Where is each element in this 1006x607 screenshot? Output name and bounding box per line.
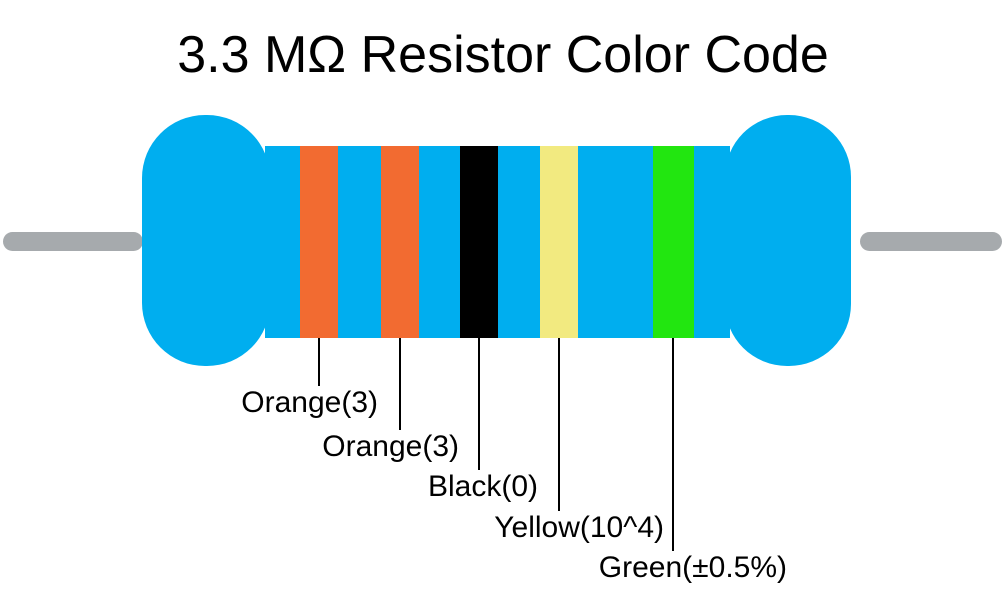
- band-orange-1: [300, 146, 338, 338]
- band-label-1: Orange(3): [241, 386, 378, 419]
- band-black: [460, 146, 498, 338]
- lead-wire-right: [860, 232, 1002, 251]
- band-label-2: Orange(3): [322, 430, 459, 463]
- page-title: 3.3 MΩ Resistor Color Code: [177, 26, 829, 84]
- band-yellow: [540, 146, 578, 338]
- band-label-4: Yellow(10^4): [494, 511, 664, 544]
- resistor-end-cap-left: [142, 115, 270, 366]
- band-orange-2: [381, 146, 419, 338]
- band-label-5: Green(±0.5%): [598, 551, 787, 584]
- band-label-3: Black(0): [427, 470, 538, 503]
- lead-wire-left: [3, 232, 143, 251]
- resistor-end-cap-right: [725, 115, 851, 366]
- band-green: [653, 146, 694, 338]
